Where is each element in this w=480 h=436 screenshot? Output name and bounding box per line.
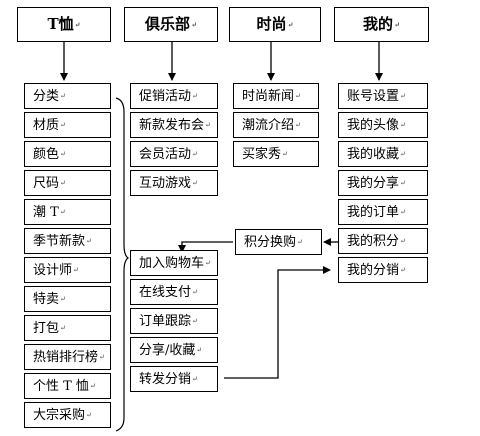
tshirt-item-designer[interactable]: 设计师↵ <box>24 257 111 283</box>
tshirt-item-sale[interactable]: 特卖↵ <box>24 286 111 312</box>
tshirt-item-bestseller[interactable]: 热销排行榜↵ <box>24 344 111 370</box>
header-mine[interactable]: 我的↵ <box>334 7 429 42</box>
fashion-item-news[interactable]: 时尚新闻↵ <box>233 83 319 109</box>
mine-item-avatar[interactable]: 我的头像↵ <box>338 112 428 138</box>
club-item-member-events[interactable]: 会员活动↵ <box>130 141 218 167</box>
points-exchange-box[interactable]: 积分换购↵ <box>235 229 322 255</box>
flow-share-favorite[interactable]: 分享/收藏↵ <box>130 337 218 363</box>
mine-item-account-settings[interactable]: 账号设置↵ <box>338 83 428 109</box>
header-tshirt[interactable]: T恤↵ <box>17 7 111 42</box>
brace-tshirt <box>115 97 129 432</box>
flow-add-to-cart[interactable]: 加入购物车↵ <box>130 250 218 276</box>
mine-item-distribution[interactable]: 我的分销↵ <box>338 257 428 283</box>
arrow-exchange-to-cart <box>178 241 233 253</box>
flow-online-payment[interactable]: 在线支付↵ <box>130 279 218 305</box>
fashion-item-trends[interactable]: 潮流介绍↵ <box>233 112 319 138</box>
flow-order-tracking[interactable]: 订单跟踪↵ <box>130 308 218 334</box>
tshirt-item-bulk[interactable]: 大宗采购↵ <box>24 402 111 428</box>
tshirt-item-trendy-t[interactable]: 潮 T↵ <box>24 199 111 225</box>
tshirt-item-material[interactable]: 材质↵ <box>24 112 111 138</box>
tshirt-item-custom[interactable]: 个性 T 恤↵ <box>24 373 111 399</box>
tshirt-item-category[interactable]: 分类↵ <box>24 83 111 109</box>
club-item-games[interactable]: 互动游戏↵ <box>130 170 218 196</box>
mine-item-favorites[interactable]: 我的收藏↵ <box>338 141 428 167</box>
arrow-forward-to-distribution <box>224 266 331 379</box>
club-item-launch[interactable]: 新款发布会↵ <box>130 112 218 138</box>
mine-item-points[interactable]: 我的积分↵ <box>338 228 428 254</box>
mine-item-orders[interactable]: 我的订单↵ <box>338 199 428 225</box>
fashion-item-buyer-show[interactable]: 买家秀↵ <box>233 141 319 167</box>
mine-item-shares[interactable]: 我的分享↵ <box>338 170 428 196</box>
club-item-promotion[interactable]: 促销活动↵ <box>130 83 218 109</box>
tshirt-item-seasonal[interactable]: 季节新款↵ <box>24 228 111 254</box>
header-fashion[interactable]: 时尚↵ <box>229 7 321 42</box>
flow-forward-distribution[interactable]: 转发分销↵ <box>130 366 218 392</box>
tshirt-item-size[interactable]: 尺码↵ <box>24 170 111 196</box>
tshirt-item-color[interactable]: 颜色↵ <box>24 141 111 167</box>
header-club[interactable]: 俱乐部↵ <box>124 7 218 42</box>
tshirt-item-bundle[interactable]: 打包↵ <box>24 315 111 341</box>
